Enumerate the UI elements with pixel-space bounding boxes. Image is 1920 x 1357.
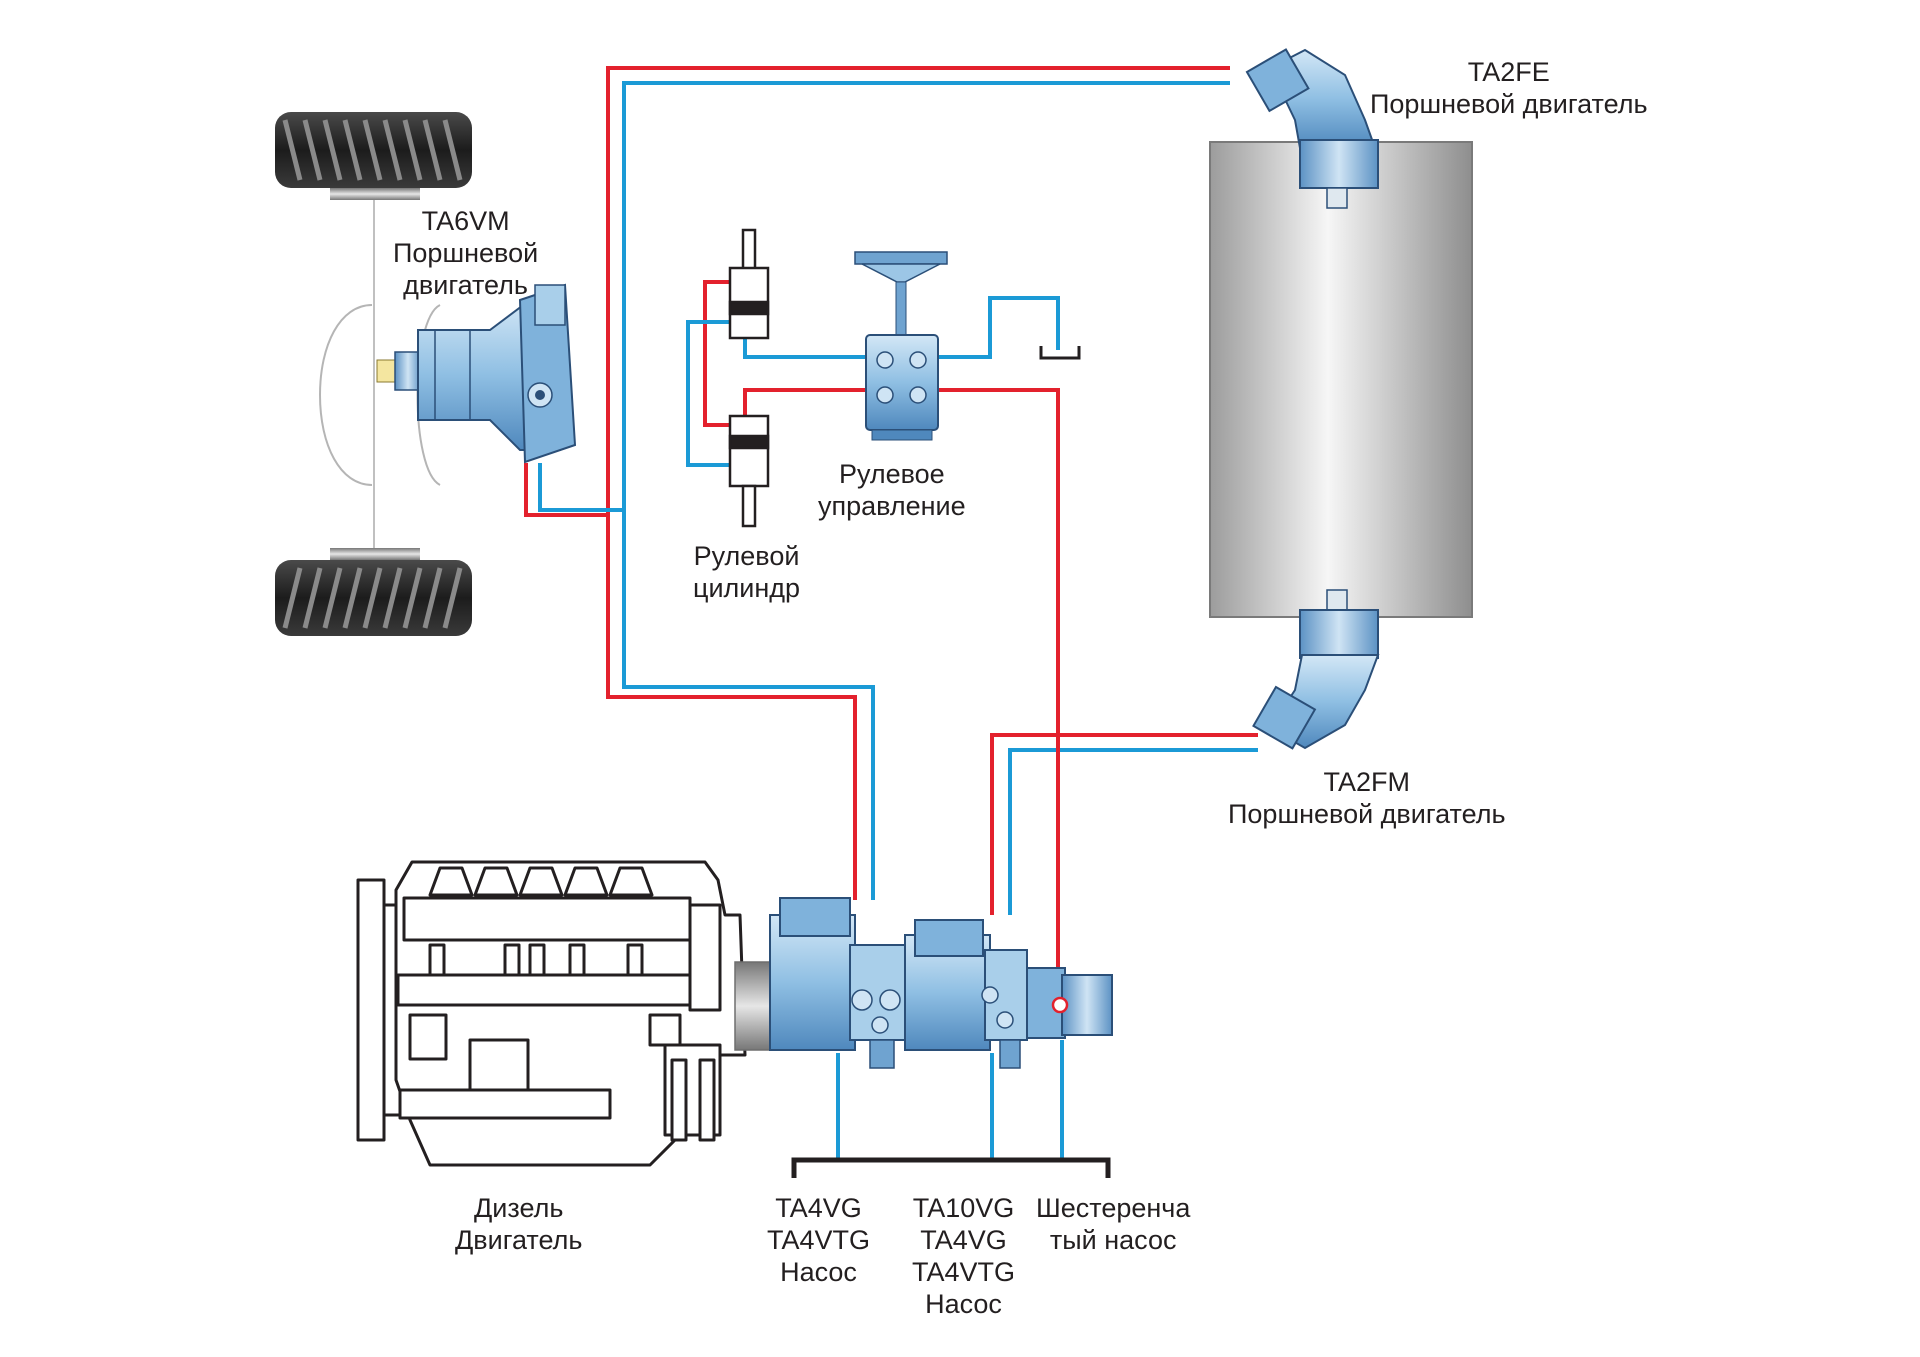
ta2fe-label: TA2FE Поршневой двигатель	[1370, 56, 1648, 120]
diesel-engine-label: Дизель Двигатель	[455, 1192, 582, 1256]
diesel-engine-line1: Дизель	[474, 1193, 564, 1223]
gear-pump-line1: Шестеренча	[1036, 1193, 1191, 1223]
pump-group-1-line2: TA4VTG	[767, 1225, 871, 1255]
steering-unit-line2: управление	[818, 491, 966, 521]
return-line-ta2fm	[1008, 748, 1258, 915]
steering-unit-label: Рулевое управление	[818, 458, 966, 522]
diesel-engine-line2: Двигатель	[455, 1225, 583, 1255]
ta6vm-motor	[376, 283, 577, 464]
steering-unit-line1: Рулевое	[838, 459, 945, 489]
ta2fe-type: Поршневой двигатель	[1370, 89, 1648, 119]
coupling-shaft	[734, 961, 772, 1051]
return-line-main	[622, 81, 1230, 900]
ta6vm-type-line2: двигатель	[403, 270, 529, 300]
steering-cylinder-line2: цилиндр	[693, 573, 801, 603]
frame-outline	[318, 304, 373, 486]
pump-group-1-line3: Насос	[780, 1257, 857, 1287]
cylinder-bottom-rod	[741, 484, 757, 528]
pump-group-2-line2: TA4VG	[920, 1225, 1007, 1255]
gear-pump-line2: тый насос	[1049, 1225, 1177, 1255]
pump-group-2-line1: TA10VG	[912, 1193, 1015, 1223]
pressure-line-ta6vm	[524, 463, 608, 517]
ta2fe-motor	[1245, 48, 1379, 209]
wheel-axle-assembly	[275, 112, 472, 636]
pump-group-2-label: TA10VG TA4VG TA4VTG Насос	[912, 1192, 1015, 1320]
steering-cylinder-label: Рулевой цилиндр	[693, 540, 800, 604]
ta6vm-label: TA6VM Поршневой двигатель	[393, 205, 538, 301]
cylinder-top-rod	[741, 228, 757, 272]
pressure-line-ta2fm	[990, 733, 1258, 915]
diesel-engine	[356, 860, 754, 1167]
pressure-line-steering	[905, 388, 1060, 1003]
gear-pump-label: Шестеренча тый насос	[1036, 1192, 1190, 1256]
tire-top	[275, 112, 472, 200]
hydraulic-lines	[524, 66, 1258, 1160]
return-line-ta6vm	[538, 463, 624, 512]
tire-bottom	[275, 548, 472, 636]
pressure-line-main	[606, 66, 1230, 900]
ta2fe-model: TA2FE	[1467, 57, 1550, 87]
pump-assembly	[734, 897, 1113, 1069]
pump-bracket	[791, 1157, 1111, 1178]
return-line-tank	[935, 296, 1060, 359]
tank-symbol	[1039, 346, 1081, 360]
ta2fm-label: TA2FM Поршневой двигатель	[1228, 766, 1506, 830]
roller-drum	[1209, 141, 1473, 618]
ta2fm-motor	[1252, 589, 1380, 750]
pump-group-1-label: TA4VG TA4VTG Насос	[767, 1192, 870, 1288]
steering-unit	[854, 251, 948, 441]
pump-group-2-line3: TA4VTG	[912, 1257, 1016, 1287]
ta6vm-type-line1: Поршневой	[393, 238, 539, 268]
steering-cylinder-line1: Рулевой	[693, 541, 800, 571]
pump-group-2-line4: Насос	[925, 1289, 1002, 1319]
cylinder-cross-blue	[686, 320, 742, 467]
cylinder-cross-red	[703, 280, 742, 427]
cylinder-line-b	[743, 336, 880, 359]
cylinder-bottom-body	[728, 414, 770, 488]
ta6vm-model: TA6VM	[421, 206, 510, 236]
ta2fm-model: TA2FM	[1323, 767, 1411, 797]
ta2fm-type: Поршневой двигатель	[1228, 799, 1506, 829]
pump-group-1-line1: TA4VG	[775, 1193, 862, 1223]
steering-cylinders	[728, 228, 770, 528]
